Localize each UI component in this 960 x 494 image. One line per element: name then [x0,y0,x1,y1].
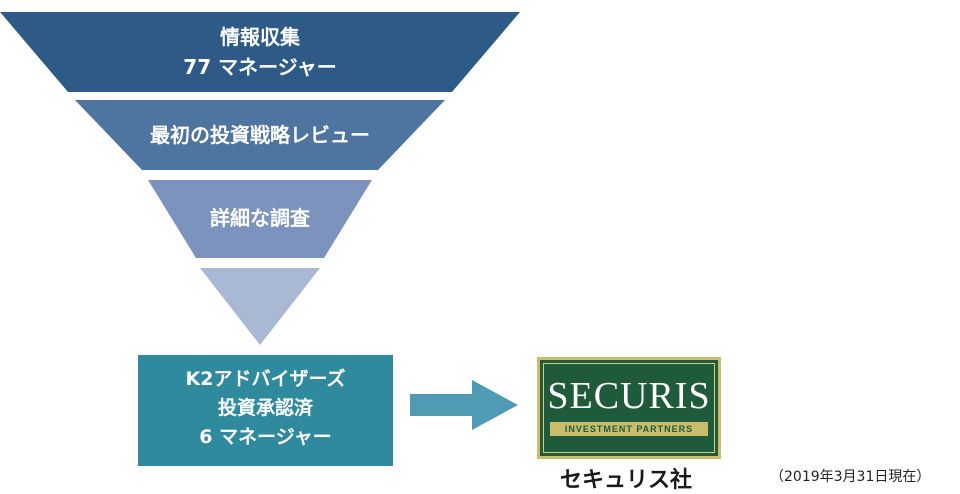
funnel-diagram [0,12,520,345]
funnel-stage-2-label: 最初の投資戦略レビュー [80,120,440,150]
stage-1-line-2: 77 マネージャー [183,55,337,79]
funnel-stage-3 [148,180,372,258]
final-result-box: K2アドバイザーズ 投資承認済 6 マネージャー [138,355,393,466]
funnel-stage-2 [75,100,445,170]
funnel-stage-1-label: 情報収集 77 マネージャー [60,22,460,82]
date-note: （2019年3月31日現在） [770,469,931,485]
securis-logo: SECURIS INVESTMENT PARTNERS [537,357,721,459]
logo-inner-border [543,363,715,453]
funnel-stage-1 [0,12,520,92]
funnel-stage-4 [200,268,320,345]
company-name: セキュリス社 [560,468,693,493]
logo-wordmark: SECURIS [547,375,711,417]
stage-1-line-1: 情報収集 [220,25,300,49]
logo-tagline: INVESTMENT PARTNERS [550,422,708,436]
stage-2-line-1: 最初の投資戦略レビュー [150,123,370,147]
final-line-1: K2アドバイザーズ [185,368,346,390]
final-line-2: 投資承認済 [217,397,313,419]
final-line-3: 6 マネージャー [199,426,332,448]
funnel-stage-3-label: 詳細な調査 [160,203,360,233]
stage-3-line-1: 詳細な調査 [210,206,310,230]
right-arrow-icon [410,380,518,430]
